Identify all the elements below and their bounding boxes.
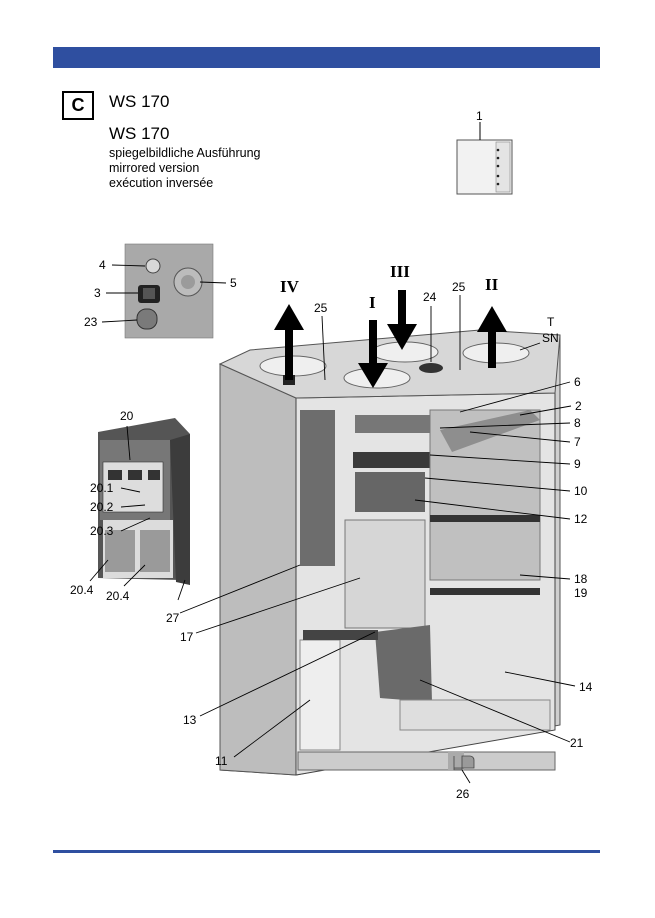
callout-27: 27: [166, 611, 180, 625]
header-bar: [53, 47, 600, 68]
model-variant-title: WS 170: [109, 124, 170, 143]
callout-25-left: 25: [314, 301, 328, 315]
callout-20-4-right: 20.4: [106, 589, 130, 603]
airflow-arrow-ii: [477, 306, 507, 368]
leader-lines: [89, 264, 576, 784]
callout-20-4-left: 20.4: [70, 583, 94, 597]
variant-description-en: mirrored version: [109, 161, 200, 175]
callout-10: 10: [574, 484, 588, 498]
callout-13: 13: [183, 713, 197, 727]
callout-8: 8: [574, 416, 581, 430]
callout-20-2: 20.2: [90, 500, 114, 514]
callout-20: 20: [120, 409, 134, 423]
callout-20-1: 20.1: [90, 481, 114, 495]
callout-17: 17: [180, 630, 194, 644]
callout-2: 2: [575, 399, 582, 413]
callout-18: 18: [574, 572, 588, 586]
callout-5: 5: [230, 276, 237, 290]
callout-23: 23: [84, 315, 98, 329]
callout-12: 12: [574, 512, 588, 526]
airflow-arrow-i: [358, 320, 388, 388]
section-label: C: [62, 91, 94, 120]
remote-control-image: [456, 122, 513, 195]
callout-9: 9: [574, 457, 581, 471]
airflow-label-iii: III: [390, 262, 410, 281]
airflow-arrow-iv: [274, 304, 304, 380]
callout-6: 6: [574, 375, 581, 389]
callout-24: 24: [423, 290, 437, 304]
airflow-arrow-iii: [387, 290, 417, 350]
callout-19: 19: [574, 586, 588, 600]
variant-description-de: spiegelbildliche Ausführung: [109, 146, 261, 160]
callout-t: T: [547, 315, 555, 329]
airflow-label-iv: IV: [280, 277, 300, 296]
main-unit-image: [218, 329, 561, 776]
variant-description-fr: exécution inversée: [109, 176, 214, 190]
callout-4: 4: [99, 258, 106, 272]
callout-sn: SN: [542, 331, 559, 345]
control-module-image: [98, 418, 190, 585]
callout-20-3: 20.3: [90, 524, 114, 538]
footer-rule: [53, 850, 600, 853]
callout-21: 21: [570, 736, 584, 750]
callout-25-right: 25: [452, 280, 466, 294]
callout-7: 7: [574, 435, 581, 449]
callout-1: 1: [476, 109, 483, 123]
callout-14: 14: [579, 680, 593, 694]
callout-11: 11: [215, 754, 228, 768]
model-title: WS 170: [109, 92, 170, 111]
airflow-label-ii: II: [485, 275, 499, 294]
callout-26: 26: [456, 787, 470, 801]
airflow-arrows: [274, 290, 507, 388]
inset-connection-detail: [124, 243, 214, 339]
callout-3: 3: [94, 286, 101, 300]
airflow-label-i: I: [369, 293, 376, 312]
